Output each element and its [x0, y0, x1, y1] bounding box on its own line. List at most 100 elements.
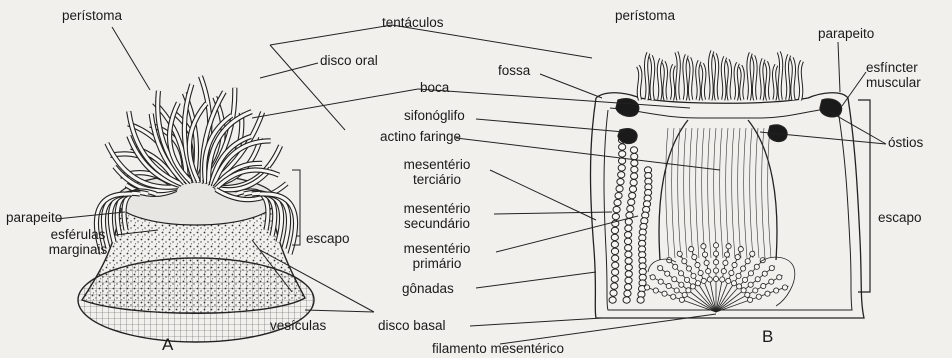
- mesentery-bead: [630, 179, 637, 185]
- mesentery-bead: [625, 258, 632, 264]
- gonad-bead: [721, 269, 726, 274]
- label-esfincter-muscular: esfíncter muscular: [866, 60, 921, 90]
- gonad-bead: [777, 275, 782, 280]
- mesentery-bead: [618, 172, 625, 178]
- ostium-shape: [616, 99, 639, 117]
- gonad-bead: [658, 279, 663, 284]
- label-mes-terc-line2: terciário: [382, 172, 492, 187]
- label-mes-terc-line1: mesentério: [382, 157, 492, 172]
- mesentery-bead: [631, 153, 638, 159]
- gonad-bead: [666, 283, 671, 288]
- pharynx-striation: [684, 128, 687, 258]
- gonad-bead: [731, 281, 736, 286]
- gonad-bead: [713, 251, 718, 256]
- label-ostios: óstios: [888, 135, 923, 150]
- gonad-bead: [698, 270, 703, 275]
- mesentery-bead: [625, 264, 632, 270]
- gonad-bead: [732, 262, 737, 267]
- gonad-bead: [695, 262, 700, 267]
- gonad-bead: [662, 291, 667, 296]
- gonad-bead: [745, 259, 750, 264]
- label-esferulas-line1: esférulas: [40, 227, 116, 242]
- panel-letter-a: A: [162, 337, 173, 352]
- gonad-bead: [753, 288, 758, 293]
- label-a-escapo: escapo: [306, 231, 350, 246]
- gonad-bead: [755, 277, 760, 282]
- gonad-bead: [665, 271, 670, 276]
- pharynx-striation: [732, 128, 735, 258]
- gonad-bead: [713, 276, 718, 281]
- label-disco-basal: disco basal: [378, 318, 446, 333]
- gonad-bead: [736, 273, 741, 278]
- mesentery-bead: [617, 179, 624, 185]
- mesentery-bead: [619, 151, 626, 157]
- mesentery-bead: [614, 199, 621, 205]
- gonad-bead: [695, 281, 700, 286]
- label-b-peristoma: perístoma: [615, 8, 675, 23]
- gonad-bead: [750, 251, 755, 256]
- mesentery-bead: [637, 297, 644, 303]
- mesentery-bead: [611, 234, 618, 240]
- gonad-bead: [701, 278, 706, 283]
- mesentery-bead: [612, 262, 619, 268]
- label-b-parapeito: parapeito: [818, 26, 874, 41]
- mesentery-bead: [625, 245, 632, 251]
- gonad-bead: [720, 277, 725, 282]
- label-esferulas-line2: marginais: [40, 242, 116, 257]
- pharynx-striation: [726, 128, 729, 258]
- pharynx-striation: [702, 128, 705, 258]
- mesentery-bead: [611, 283, 618, 289]
- mesentery-bead: [625, 277, 632, 283]
- mesentery-bead: [612, 255, 619, 261]
- gonad-bead: [713, 260, 718, 265]
- gonad-bead: [729, 270, 734, 275]
- label-filamento-mesenterico: filamento mesentérico: [432, 341, 564, 356]
- label-mes-prim-line2: primário: [382, 256, 492, 271]
- gonad-lobe: [760, 257, 795, 306]
- gonad-bead: [724, 252, 729, 257]
- mesentery-bead: [611, 227, 618, 233]
- gonad-bead: [706, 269, 711, 274]
- mesentery-bead: [629, 192, 636, 198]
- mesentery-bead: [625, 271, 632, 277]
- mesentery-bead: [609, 297, 616, 303]
- gonad-bead: [756, 294, 761, 299]
- pharynx-striation: [696, 128, 699, 258]
- mesentery-bead: [625, 219, 632, 225]
- label-esferulas-marginais: esférulas marginais: [40, 227, 116, 257]
- gonad-bead: [782, 285, 787, 290]
- gonad-bead: [679, 282, 684, 287]
- mesentery-bead: [613, 206, 620, 212]
- label-fossa: fossa: [498, 63, 530, 78]
- mesentery-bead: [625, 225, 632, 231]
- label-esfincter-line1: esfíncter: [866, 60, 921, 75]
- label-mesenterio-secundario: mesentério secundário: [382, 201, 492, 231]
- label-esfincter-line2: muscular: [866, 75, 921, 90]
- pharynx-striation: [678, 128, 681, 258]
- label-gonadas: gônadas: [402, 281, 454, 296]
- gonad-bead: [737, 284, 742, 289]
- label-mes-sec-line2: secundário: [382, 216, 492, 231]
- gonad-bead: [686, 266, 691, 271]
- mesentery-bead: [631, 160, 638, 166]
- mesentery-bead: [631, 166, 638, 172]
- gonad-bead: [735, 254, 740, 259]
- panel-letter-b: B: [762, 329, 773, 344]
- gonad-bead: [723, 260, 728, 265]
- gonad-bead: [678, 271, 683, 276]
- pharynx-striation: [768, 128, 771, 258]
- label-sifonoglifo: sifonóglifo: [404, 108, 465, 123]
- gonad-bead: [769, 266, 774, 271]
- mesentery-bead: [610, 290, 617, 296]
- mesentery-bead: [618, 165, 625, 171]
- gonad-bead: [741, 288, 746, 293]
- gonad-bead: [741, 266, 746, 271]
- gonad-bead: [761, 283, 766, 288]
- mesentery-bead: [616, 185, 623, 191]
- gonad-bead: [650, 275, 655, 280]
- gonad-bead: [701, 244, 706, 249]
- gonad-bead: [684, 277, 689, 282]
- mesentery-bead: [623, 297, 630, 303]
- label-actinofaringe: actino faringe: [380, 129, 461, 144]
